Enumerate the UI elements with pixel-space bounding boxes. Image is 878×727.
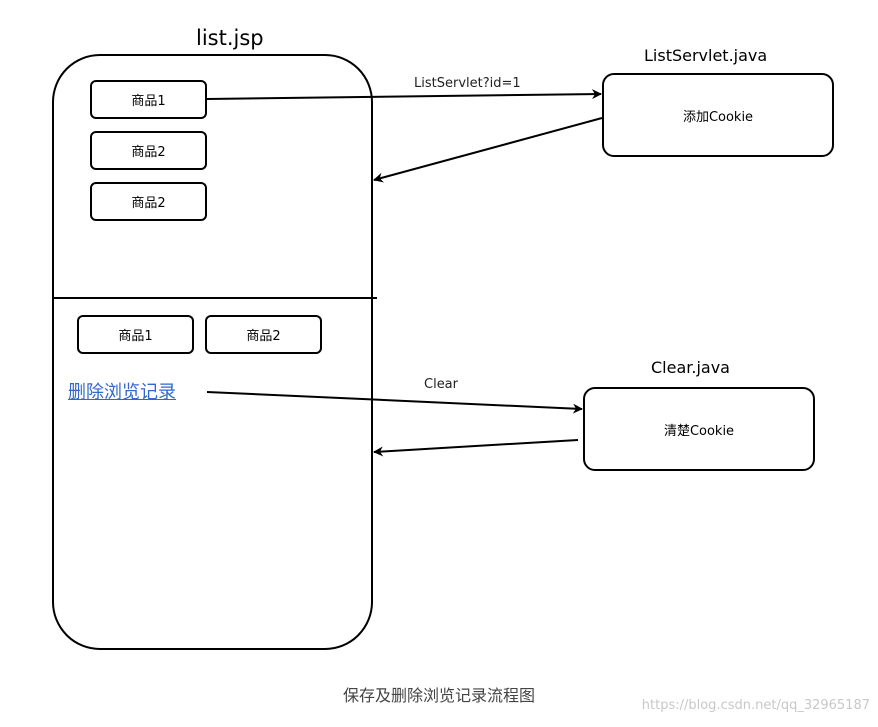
list-servlet-box: 添加Cookie — [602, 73, 834, 157]
clear-servlet-box: 清楚Cookie — [583, 387, 815, 471]
clear-request-label: Clear — [424, 377, 458, 392]
watermark: https://blog.csdn.net/qq_32965187 — [641, 698, 870, 713]
clear-servlet-title: Clear.java — [651, 358, 730, 377]
list-servlet-title: ListServlet.java — [644, 46, 768, 65]
diagram-caption: 保存及删除浏览记录流程图 — [342, 686, 535, 705]
product-item-3[interactable]: 商品2 — [90, 182, 207, 221]
product-item-1[interactable]: 商品1 — [90, 80, 207, 119]
request-arrow-to-clear-servlet — [206, 391, 583, 414]
response-arrow-from-list-servlet — [373, 117, 603, 183]
history-item-2[interactable]: 商品2 — [205, 315, 322, 354]
jsp-title: list.jsp — [196, 26, 264, 50]
list-servlet-request-label: ListServlet?id=1 — [414, 76, 521, 91]
response-arrow-from-clear-servlet — [373, 439, 579, 457]
clear-history-link[interactable]: 删除浏览记录 — [68, 382, 176, 403]
section-divider — [52, 297, 377, 299]
product-item-2[interactable]: 商品2 — [90, 131, 207, 170]
history-item-1[interactable]: 商品1 — [77, 315, 194, 354]
request-arrow-to-list-servlet — [206, 89, 602, 100]
